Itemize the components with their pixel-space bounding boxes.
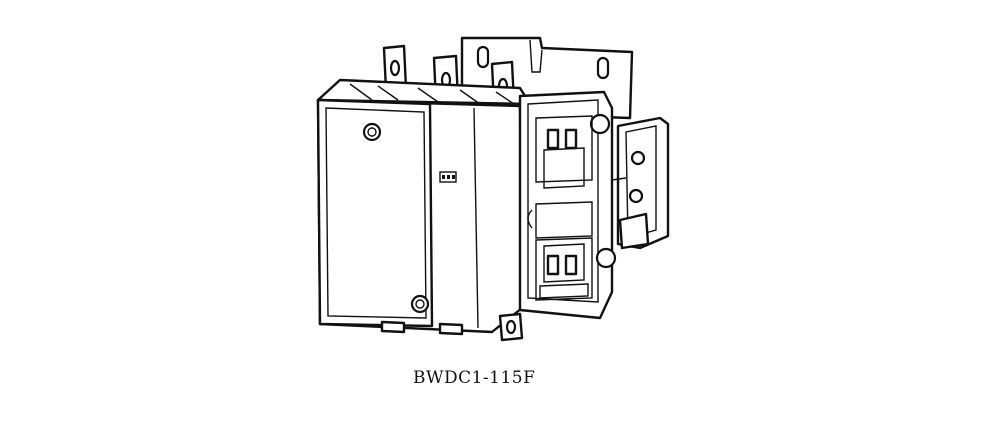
side-terminal-clip — [611, 116, 670, 250]
housing-top — [316, 78, 532, 106]
model-label: BWDC1-115F — [413, 368, 536, 388]
housing-front — [316, 98, 524, 336]
auxiliary-contact-block — [518, 90, 617, 320]
indicator-slot — [439, 171, 457, 183]
mounting-foot — [498, 312, 524, 342]
